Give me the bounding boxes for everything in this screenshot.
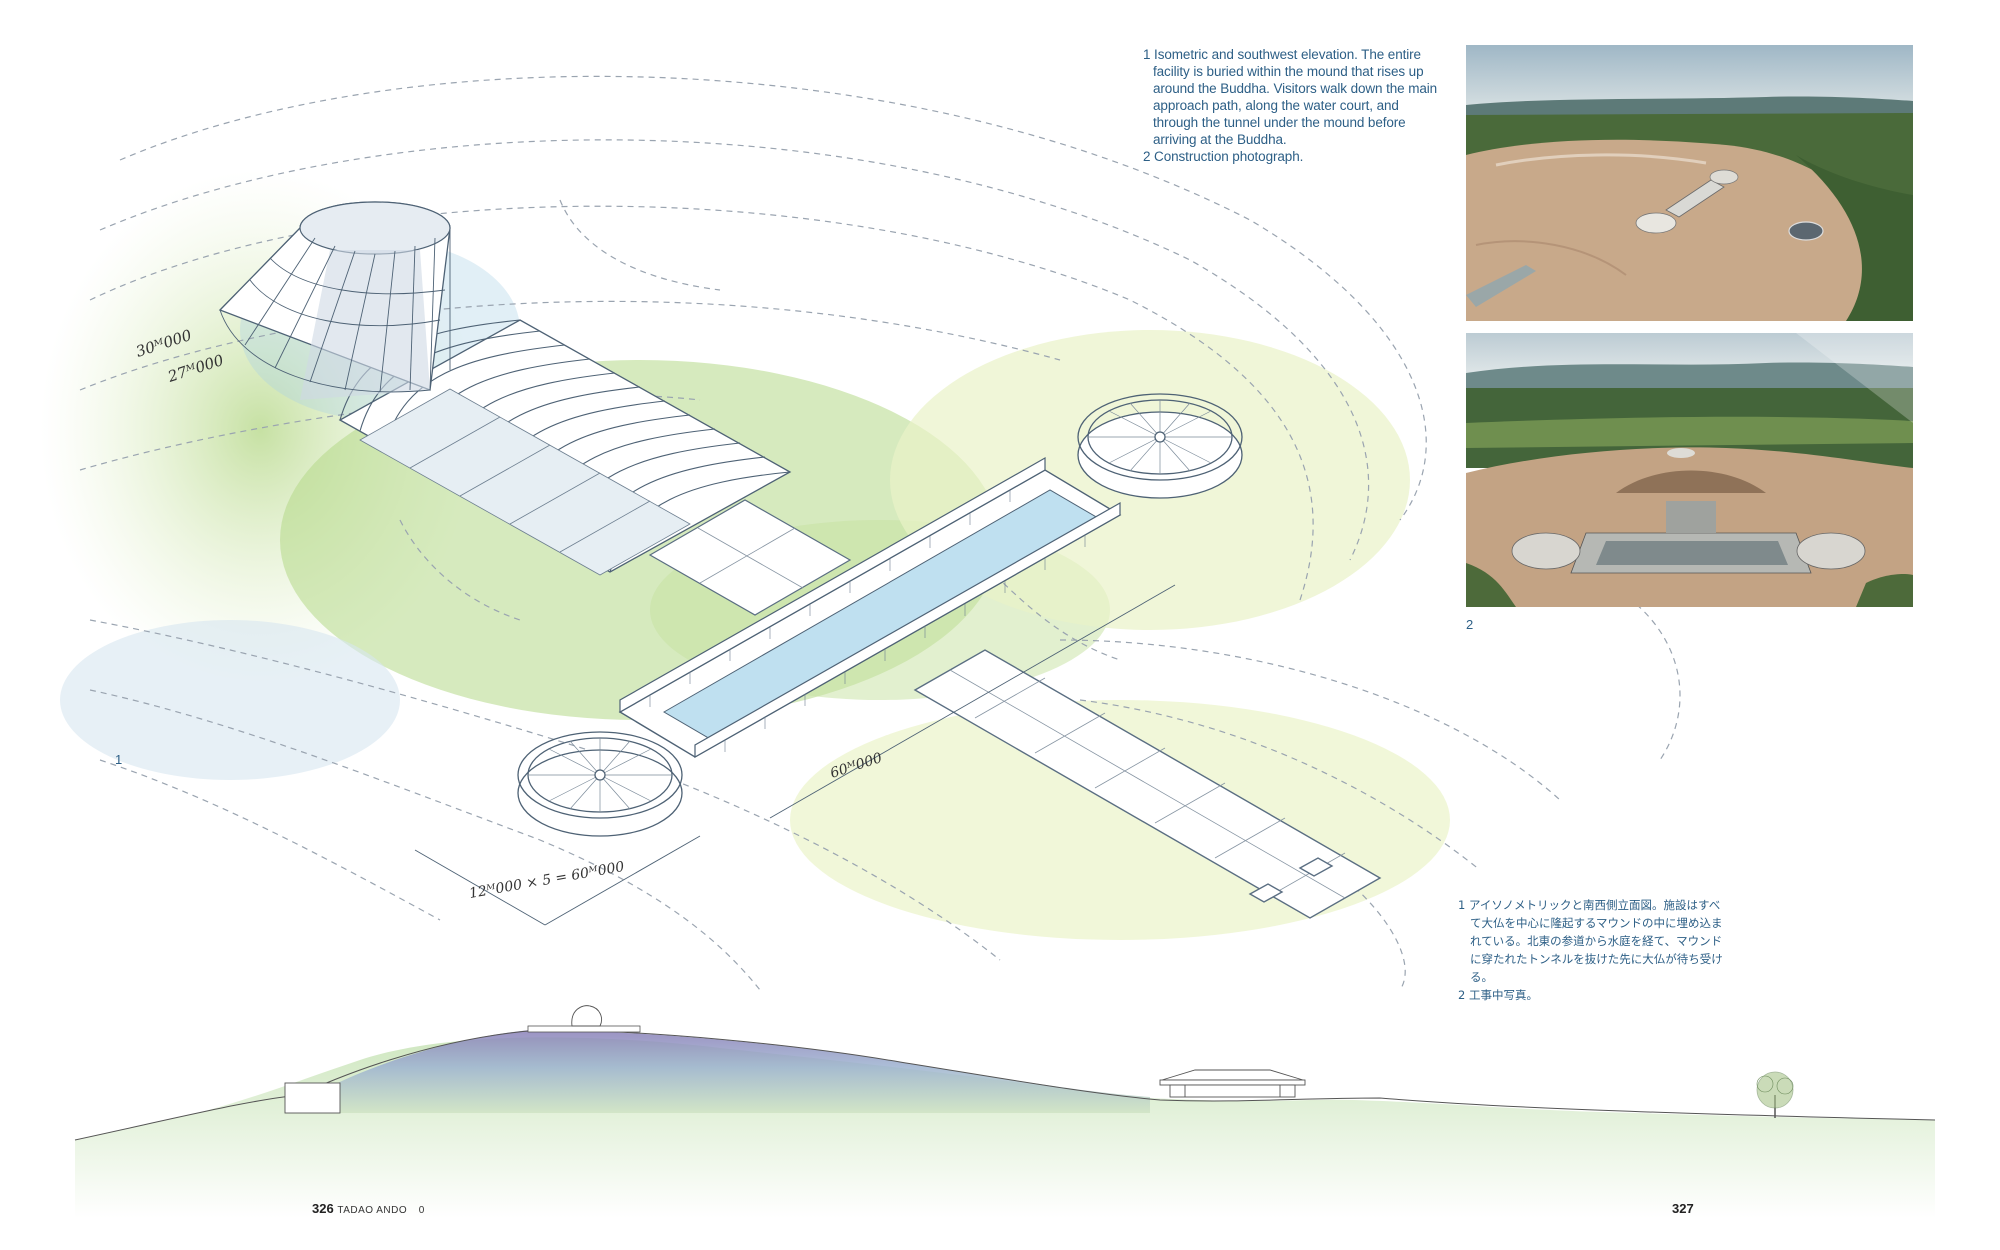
paving — [648, 499, 852, 616]
caption-japanese-item-2: 2 工事中写真。 — [1458, 988, 1538, 1002]
water-court — [618, 456, 1122, 759]
conical-dome — [218, 201, 451, 400]
southwest-elevation — [74, 1005, 1936, 1218]
construction-photo-front — [1466, 333, 1913, 607]
caption-english-item-1: 1 Isometric and southwest elevation. The… — [1143, 47, 1438, 147]
caption-japanese: 1 アイソノメトリックと南西側立面図。施設はすべて大仏を中心に隆起するマウンドの… — [1458, 896, 1728, 1004]
running-title-sub: 0 — [418, 1205, 425, 1216]
running-title: TADAO ANDO — [337, 1205, 408, 1216]
round-pavilion-northeast — [1077, 393, 1243, 499]
caption-english: 1 Isometric and southwest elevation. The… — [1143, 46, 1443, 165]
folio-right: 327 — [1672, 1201, 1694, 1216]
annotation-module-formula: 12ᴹ000 × 5 = 60ᴹ000 — [468, 859, 626, 902]
figure-number-photos: 2 — [1466, 617, 1474, 632]
caption-japanese-item-1: 1 アイソノメトリックと南西側立面図。施設はすべて大仏を中心に隆起するマウンドの… — [1458, 898, 1723, 984]
tree-icon — [1756, 1071, 1794, 1118]
caption-english-item-2: 2 Construction photograph. — [1143, 149, 1304, 164]
round-pavilion-southwest — [517, 731, 683, 837]
folio-left: 326 TADAO ANDO 0 — [312, 1201, 425, 1216]
page-number-right: 327 — [1672, 1201, 1694, 1216]
dimension-lines — [414, 584, 1176, 926]
vaulted-tunnel — [338, 319, 792, 576]
figure-number-drawing: 1 — [115, 752, 123, 767]
page-number-left: 326 — [312, 1201, 334, 1216]
approach-path — [913, 649, 1382, 919]
construction-photo-aerial — [1466, 45, 1913, 321]
